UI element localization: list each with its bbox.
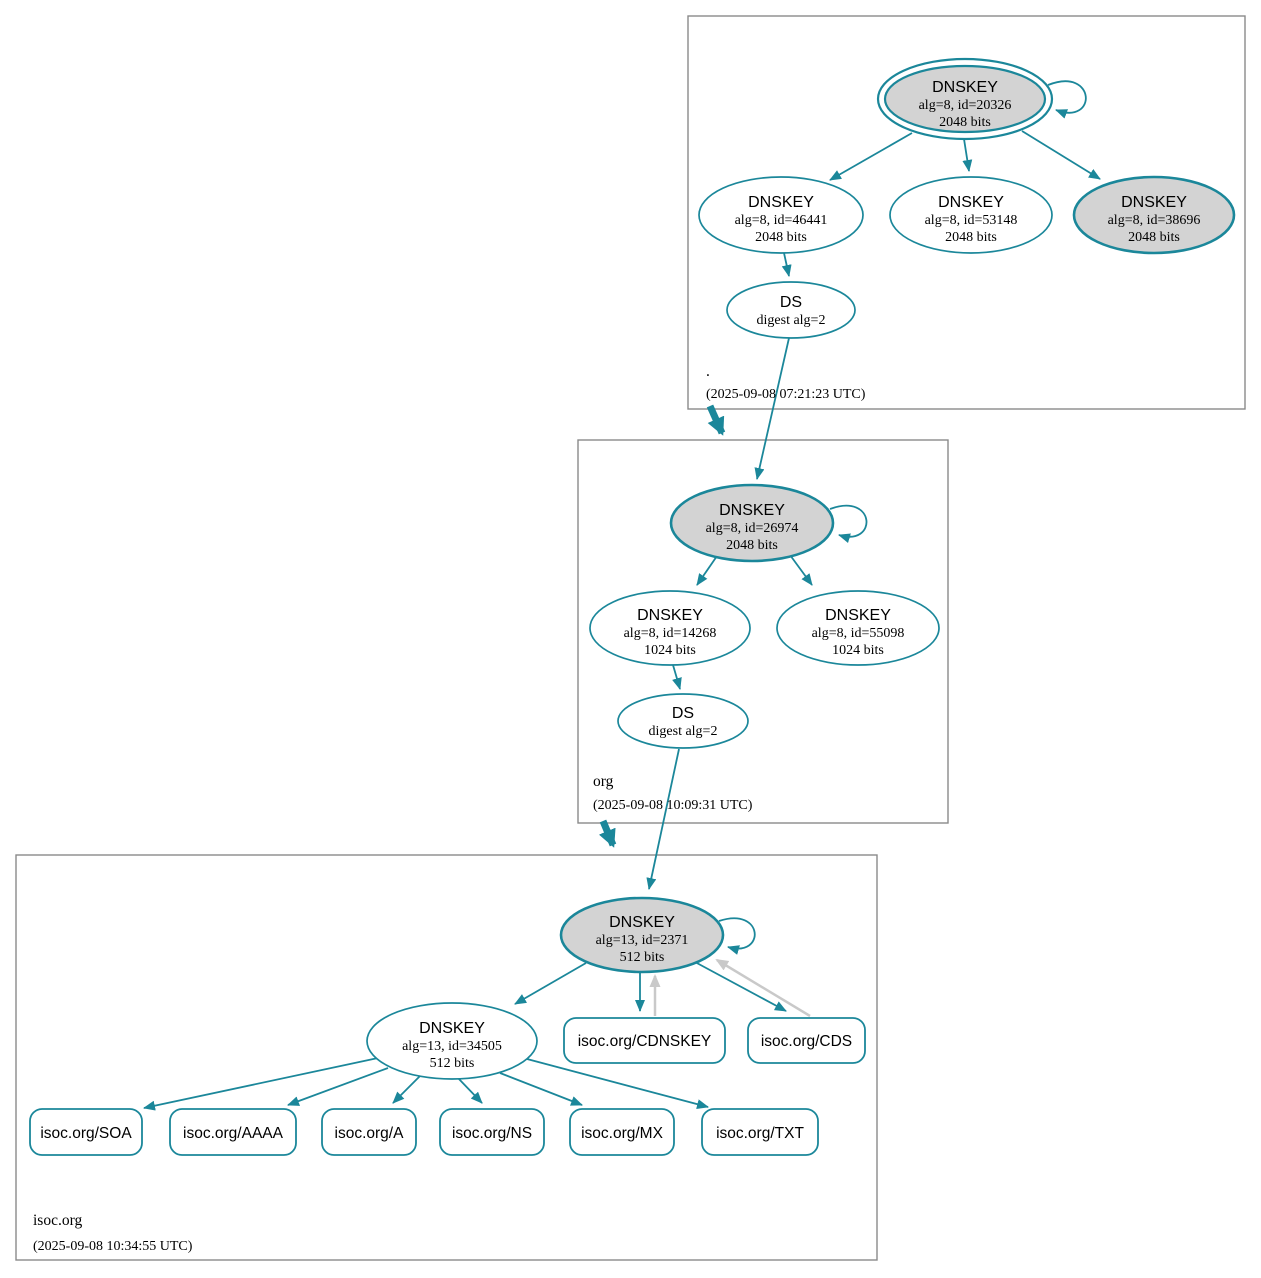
edge-org-ksk-to-zsk-14268 — [696, 555, 718, 586]
node-dnskey-20326: DNSKEY alg=8, id=20326 2048 bits — [876, 57, 1054, 141]
delegation-arrow-org-to-isoc — [598, 819, 617, 848]
node-bits: 512 bits — [620, 950, 665, 965]
node-bits: 2048 bits — [939, 115, 991, 130]
node-bits: 1024 bits — [644, 643, 696, 658]
zone-label-root: . — [706, 363, 710, 380]
rrset-label: isoc.org/CDNSKEY — [578, 1033, 712, 1050]
node-title: DNSKEY — [609, 914, 675, 931]
zone-timestamp-org: (2025-09-08 10:09:31 UTC) — [593, 798, 753, 813]
node-org-ds: DS digest alg=2 — [617, 693, 749, 749]
edge-isoc-ksk-to-cds — [694, 961, 787, 1012]
node-detail: alg=13, id=34505 — [402, 1039, 502, 1054]
edge-org-ds-to-isoc-ksk — [646, 748, 680, 890]
node-detail: digest alg=2 — [649, 724, 718, 739]
edge-isoc-zsk-to-mx — [499, 1072, 583, 1106]
edge-isoc-ksk-to-zsk-34505 — [514, 962, 587, 1005]
node-title: DS — [780, 294, 802, 311]
zone-label-isoc-org: isoc.org — [33, 1212, 82, 1229]
node-rrset-ns: isoc.org/NS — [439, 1108, 545, 1156]
node-rrset-txt: isoc.org/TXT — [701, 1108, 819, 1156]
node-title: DNSKEY — [719, 502, 785, 519]
edge-org-zsk-to-ds — [672, 664, 682, 690]
edge-isoc-zsk-to-soa — [143, 1057, 379, 1111]
rrset-label: isoc.org/SOA — [40, 1125, 132, 1142]
edge-cds-to-isoc-ksk — [715, 958, 811, 1018]
node-title: DNSKEY — [825, 607, 891, 624]
edge-root-zsk-to-ds — [781, 252, 792, 277]
node-title: DNSKEY — [932, 79, 998, 96]
node-detail: alg=8, id=26974 — [706, 521, 799, 536]
node-bits: 1024 bits — [832, 643, 884, 658]
node-dnskey-55098: DNSKEY alg=8, id=55098 1024 bits — [776, 590, 940, 666]
node-detail: alg=8, id=46441 — [735, 213, 828, 228]
node-detail: alg=13, id=2371 — [596, 933, 689, 948]
node-rrset-soa: isoc.org/SOA — [29, 1108, 143, 1156]
node-dnskey-26974: DNSKEY alg=8, id=26974 2048 bits — [669, 483, 835, 563]
node-dnskey-2371: DNSKEY alg=13, id=2371 512 bits — [559, 896, 725, 974]
node-bits: 512 bits — [430, 1056, 475, 1071]
node-title: DNSKEY — [748, 194, 814, 211]
node-dnskey-53148: DNSKEY alg=8, id=53148 2048 bits — [889, 176, 1053, 254]
zone-root: DNSKEY alg=8, id=20326 2048 bits DNSKEY … — [698, 57, 1236, 402]
edge-org-ksk-to-zsk-55098 — [789, 554, 813, 586]
node-detail: alg=8, id=20326 — [919, 98, 1012, 113]
node-title: DNSKEY — [1121, 194, 1187, 211]
edge-root-ksk-to-zsk-53148 — [962, 138, 973, 172]
rrset-label: isoc.org/CDS — [761, 1033, 852, 1050]
node-detail: alg=8, id=38696 — [1108, 213, 1201, 228]
node-dnskey-34505: DNSKEY alg=13, id=34505 512 bits — [366, 1002, 538, 1080]
node-detail: alg=8, id=55098 — [812, 626, 905, 641]
rrset-label: isoc.org/A — [335, 1125, 405, 1142]
selfloop-root-ksk — [1047, 80, 1087, 119]
rrset-label: isoc.org/AAAA — [183, 1125, 284, 1142]
node-cdnskey: isoc.org/CDNSKEY — [563, 1017, 726, 1064]
rrset-label: isoc.org/MX — [581, 1125, 663, 1142]
zone-isoc-org: DNSKEY alg=13, id=2371 512 bits DNSKEY a… — [29, 896, 866, 1254]
node-detail: alg=8, id=14268 — [624, 626, 717, 641]
node-dnskey-14268: DNSKEY alg=8, id=14268 1024 bits — [589, 590, 751, 666]
edge-root-ds-to-org-ksk — [754, 337, 790, 480]
rrset-label: isoc.org/TXT — [716, 1125, 804, 1142]
node-rrset-mx: isoc.org/MX — [569, 1108, 675, 1156]
node-dnskey-46441: DNSKEY alg=8, id=46441 2048 bits — [698, 176, 864, 254]
node-rrset-a: isoc.org/A — [321, 1108, 417, 1156]
node-root-ds: DS digest alg=2 — [726, 281, 856, 339]
node-title: DNSKEY — [938, 194, 1004, 211]
edge-root-ksk-to-zsk-46441 — [829, 132, 913, 181]
node-bits: 2048 bits — [726, 538, 778, 553]
node-detail: digest alg=2 — [757, 313, 826, 328]
selfloop-org-ksk — [829, 504, 868, 544]
node-bits: 2048 bits — [945, 230, 997, 245]
node-title: DNSKEY — [637, 607, 703, 624]
edge-isoc-zsk-to-aaaa — [287, 1067, 389, 1106]
edge-isoc-zsk-to-ns — [457, 1077, 483, 1104]
edge-isoc-zsk-to-txt — [526, 1058, 709, 1110]
node-bits: 2048 bits — [755, 230, 807, 245]
selfloop-isoc-ksk — [718, 917, 756, 955]
edge-root-ksk-to-ksk-38696 — [1021, 130, 1101, 180]
zone-timestamp-root: (2025-09-08 07:21:23 UTC) — [706, 387, 866, 402]
node-detail: alg=8, id=53148 — [925, 213, 1018, 228]
node-title: DNSKEY — [419, 1020, 485, 1037]
edge-isoc-zsk-to-a — [392, 1075, 421, 1104]
zone-label-org: org — [593, 773, 614, 790]
rrset-label: isoc.org/NS — [452, 1125, 532, 1142]
delegation-arrow-root-to-org — [706, 404, 726, 436]
node-cds: isoc.org/CDS — [747, 1017, 866, 1064]
node-dnskey-38696: DNSKEY alg=8, id=38696 2048 bits — [1072, 175, 1236, 255]
zone-org: DNSKEY alg=8, id=26974 2048 bits DNSKEY … — [589, 483, 940, 813]
node-rrset-aaaa: isoc.org/AAAA — [169, 1108, 297, 1156]
node-bits: 2048 bits — [1128, 230, 1180, 245]
node-title: DS — [672, 705, 694, 722]
zone-timestamp-isoc-org: (2025-09-08 10:34:55 UTC) — [33, 1239, 193, 1254]
